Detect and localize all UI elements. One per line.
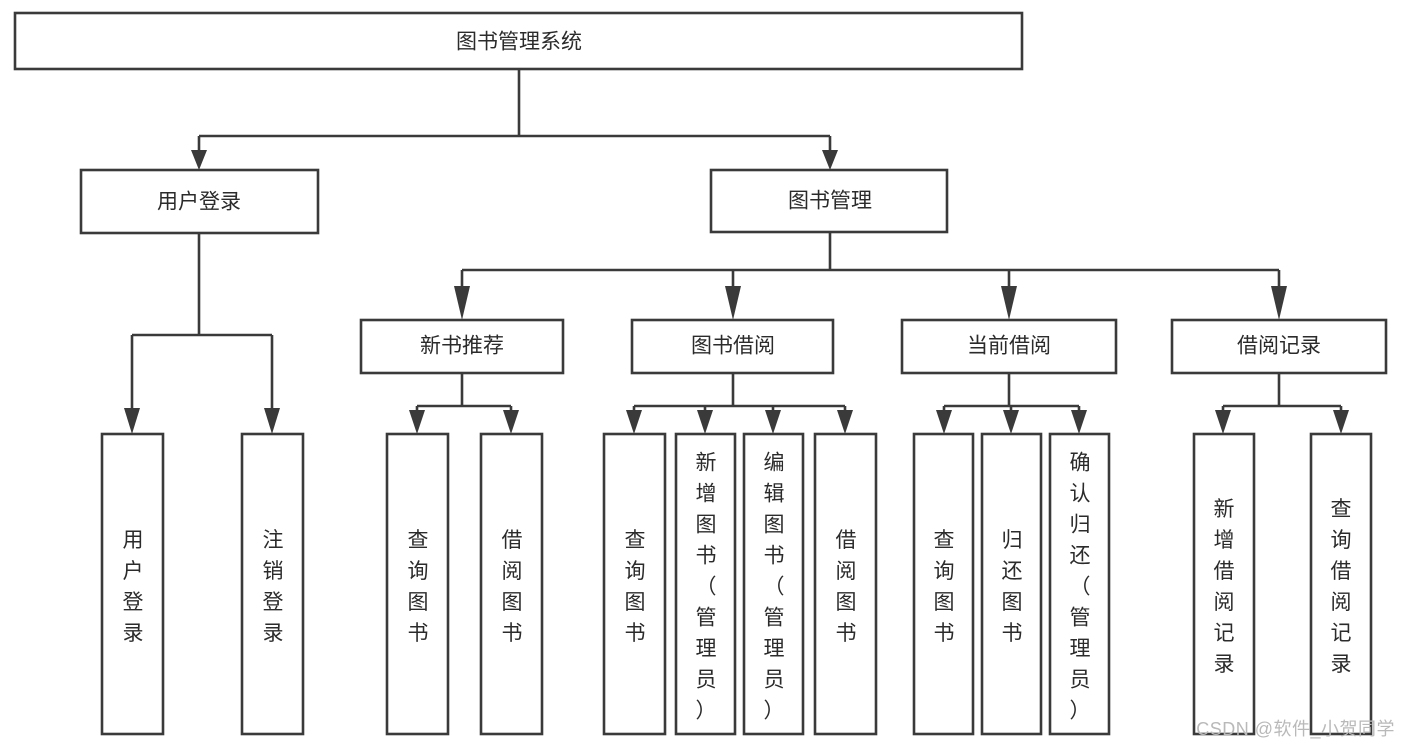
node-leaf-borrow-book-2-box[interactable] [813,432,878,736]
node-root-label: 图书管理系统 [456,31,582,54]
node-leaf-user-logout-label: 注销登录 [263,529,284,645]
arrow-head-current-borrow [1001,286,1017,320]
arrow-head-leaf-user-login [124,408,140,434]
node-user-login-box[interactable] [79,168,320,235]
arrow-head-leaf-query-book-1 [409,410,425,434]
arrow-head-leaf-query-book-3 [936,410,952,434]
node-leaf-add-book-box[interactable] [674,432,737,736]
node-leaf-return-book-label: 归还图书 [1002,529,1023,645]
node-leaf-query-book-2-label: 查询图书 [625,529,646,645]
node-leaf-borrow-book-1-label: 借阅图书 [502,529,523,645]
node-borrow-record-box[interactable] [1170,318,1388,375]
node-new-book-recommend[interactable]: 新书推荐 [359,318,565,375]
node-leaf-query-book-3-label: 查询图书 [934,529,955,645]
node-new-book-recommend-label: 新书推荐 [420,335,504,358]
arrow-head-leaf-user-logout [264,408,280,434]
arrow-head-book-manage [822,150,838,170]
node-leaf-query-book-3-box[interactable] [912,432,975,736]
node-leaf-user-login-label: 用户登录 [123,529,144,645]
node-leaf-add-book-label: 新增图书（管理员） [696,451,717,722]
node-leaf-query-book-1-label: 查询图书 [408,529,429,645]
node-book-manage[interactable]: 图书管理 [709,168,949,234]
node-leaf-confirm-return-box[interactable] [1048,432,1111,736]
node-leaf-add-book[interactable]: 新增图书（管理员） [674,432,737,736]
node-root[interactable]: 图书管理系统 [13,11,1024,71]
node-leaf-edit-book[interactable]: 编辑图书（管理员） [742,432,805,736]
node-leaf-return-book-box[interactable] [980,432,1043,736]
node-leaf-borrow-book-1[interactable]: 借阅图书 [479,432,544,736]
node-current-borrow[interactable]: 当前借阅 [900,318,1118,375]
connector-layer [124,69,1349,434]
node-book-borrow[interactable]: 图书借阅 [630,318,835,375]
node-leaf-query-book-1-box[interactable] [385,432,450,736]
node-leaf-confirm-return-label: 确认归还（管理员） [1070,451,1091,722]
node-leaf-add-record-box[interactable] [1192,432,1256,736]
node-new-book-recommend-box[interactable] [359,318,565,375]
node-leaf-borrow-book-2-label: 借阅图书 [836,529,857,645]
node-leaf-add-record-label: 新增借阅记录 [1214,498,1235,676]
node-leaf-user-login[interactable]: 用户登录 [100,432,165,736]
arrow-head-leaf-add-record [1215,410,1231,434]
arrow-head-leaf-query-record [1333,410,1349,434]
node-book-manage-label: 图书管理 [788,190,872,213]
node-leaf-query-record-label: 查询借阅记录 [1331,498,1352,676]
node-current-borrow-box[interactable] [900,318,1118,375]
node-leaf-user-logout[interactable]: 注销登录 [240,432,305,736]
node-book-borrow-box[interactable] [630,318,835,375]
arrow-head-new-book-recommend [454,286,470,320]
arrow-head-leaf-return-book [1003,410,1019,434]
node-current-borrow-label: 当前借阅 [967,335,1051,358]
node-leaf-query-book-2-box[interactable] [602,432,667,736]
node-leaf-query-book-1[interactable]: 查询图书 [385,432,450,736]
arrow-head-book-borrow [725,286,741,320]
node-user-login-label: 用户登录 [157,191,241,214]
node-leaf-query-book-2[interactable]: 查询图书 [602,432,667,736]
node-leaf-query-record[interactable]: 查询借阅记录 [1309,432,1373,736]
arrow-head-leaf-edit-book [765,410,781,434]
csdn-watermark: CSDN @软件_小贺同学 [1196,719,1395,739]
node-borrow-record-label: 借阅记录 [1237,335,1321,358]
node-root-box[interactable] [13,11,1024,71]
arrow-head-leaf-query-book-2 [626,410,642,434]
node-leaf-query-record-box[interactable] [1309,432,1373,736]
node-book-manage-box[interactable] [709,168,949,234]
node-book-borrow-label: 图书借阅 [691,335,775,358]
node-leaf-user-logout-box[interactable] [240,432,305,736]
node-leaf-borrow-book-2[interactable]: 借阅图书 [813,432,878,736]
node-leaf-user-login-box[interactable] [100,432,165,736]
node-leaf-query-book-3[interactable]: 查询图书 [912,432,975,736]
node-leaf-add-record[interactable]: 新增借阅记录 [1192,432,1256,736]
arrow-head-leaf-borrow-book-1 [503,410,519,434]
node-leaf-edit-book-box[interactable] [742,432,805,736]
node-leaf-edit-book-label: 编辑图书（管理员） [764,451,785,722]
node-leaf-confirm-return[interactable]: 确认归还（管理员） [1048,432,1111,736]
arrow-head-user-login [191,150,207,170]
node-leaf-borrow-book-1-box[interactable] [479,432,544,736]
arrow-head-leaf-add-book [697,410,713,434]
arrow-head-leaf-confirm-return [1071,410,1087,434]
node-borrow-record[interactable]: 借阅记录 [1170,318,1388,375]
arrow-head-leaf-borrow-book-2 [837,410,853,434]
arrow-head-borrow-record [1271,286,1287,320]
node-user-login[interactable]: 用户登录 [79,168,320,235]
node-leaf-return-book[interactable]: 归还图书 [980,432,1043,736]
